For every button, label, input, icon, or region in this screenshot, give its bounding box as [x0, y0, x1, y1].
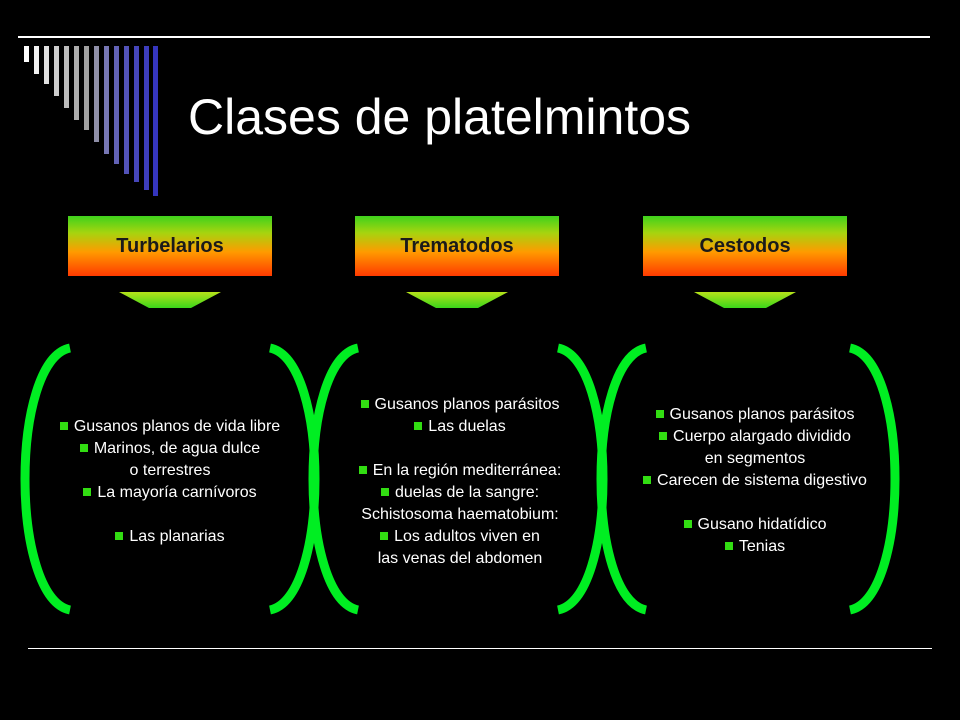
down-arrow-icon	[406, 292, 508, 308]
list-item-text: En la región mediterránea:	[372, 462, 562, 479]
bullet-icon	[360, 400, 369, 408]
bracket-left-1	[20, 343, 72, 615]
list-item: en segmentos	[610, 448, 900, 470]
list-item-text: Los adultos viven en	[394, 528, 540, 545]
list-item: o terrestres	[30, 460, 310, 482]
list-item: Las duelas	[320, 416, 600, 438]
header-turbelarios: Turbelarios	[68, 216, 272, 276]
bracket-left-2	[308, 343, 360, 615]
list-item: Gusano hidatídico	[610, 514, 900, 536]
bullet-icon	[59, 422, 68, 430]
bullet-icon	[83, 488, 92, 496]
bullet-icon	[79, 444, 88, 452]
spacer	[610, 492, 900, 514]
list-item-text: Marinos, de agua dulce	[93, 440, 261, 457]
bullet-icon	[414, 422, 423, 430]
list-item-text: o terrestres	[129, 462, 211, 479]
list-item-text: Gusanos planos parásitos	[374, 396, 560, 413]
decorative-stripes	[24, 46, 158, 196]
bullet-icon	[380, 532, 389, 540]
list-item-text: en segmentos	[704, 450, 806, 467]
list-item: Gusanos planos parásitos	[320, 394, 600, 416]
list-item-text: Tenias	[738, 538, 786, 555]
bullet-icon	[643, 476, 652, 484]
list-item-text: Cuerpo alargado dividido	[673, 428, 851, 445]
page-title: Clases de platelmintos	[188, 89, 692, 145]
list-item: las venas del abdomen	[320, 548, 600, 570]
bullet-icon	[659, 432, 668, 440]
bullet-icon	[655, 410, 664, 418]
bullet-icon	[683, 520, 692, 528]
list-item-text: La mayoría carnívoros	[97, 484, 257, 501]
list-item: Cuerpo alargado dividido	[610, 426, 900, 448]
top-rule	[18, 36, 930, 38]
bullet-icon	[380, 488, 389, 496]
list-item-text: Schistosoma haematobium:	[361, 506, 559, 523]
list-item-text: las venas del abdomen	[377, 550, 543, 567]
down-arrow-icon	[119, 292, 221, 308]
bracket-right-3	[848, 343, 900, 615]
spacer	[320, 438, 600, 460]
list-item: duelas de la sangre:	[320, 482, 600, 504]
list-item-text: Gusanos planos de vida libre	[73, 418, 281, 435]
header-trematodos: Trematodos	[355, 216, 559, 276]
list-item: Carecen de sistema digestivo	[610, 470, 900, 492]
header-cestodos: Cestodos	[643, 216, 847, 276]
list-item: Gusanos planos de vida libre	[30, 416, 310, 438]
list-item: Las planarias	[30, 526, 310, 548]
list-item: Schistosoma haematobium:	[320, 504, 600, 526]
bullet-icon	[724, 542, 733, 550]
bullet-icon	[115, 532, 124, 540]
bracket-left-3	[596, 343, 648, 615]
list-item-text: Gusano hidatídico	[697, 516, 827, 533]
list-item: La mayoría carnívoros	[30, 482, 310, 504]
bullet-icon	[358, 466, 367, 474]
list-item-text: Carecen de sistema digestivo	[657, 472, 867, 489]
bottom-rule	[28, 648, 932, 649]
down-arrow-icon	[694, 292, 796, 308]
list-item: Los adultos viven en	[320, 526, 600, 548]
list-item-text: Las planarias	[129, 528, 225, 545]
list-item: Marinos, de agua dulce	[30, 438, 310, 460]
list-item: Tenias	[610, 536, 900, 558]
list-item-text: Las duelas	[428, 418, 506, 435]
list-item-text: Gusanos planos parásitos	[669, 406, 855, 423]
list-item-text: duelas de la sangre:	[394, 484, 540, 501]
list-item: En la región mediterránea:	[320, 460, 600, 482]
spacer	[30, 504, 310, 526]
list-item: Gusanos planos parásitos	[610, 404, 900, 426]
